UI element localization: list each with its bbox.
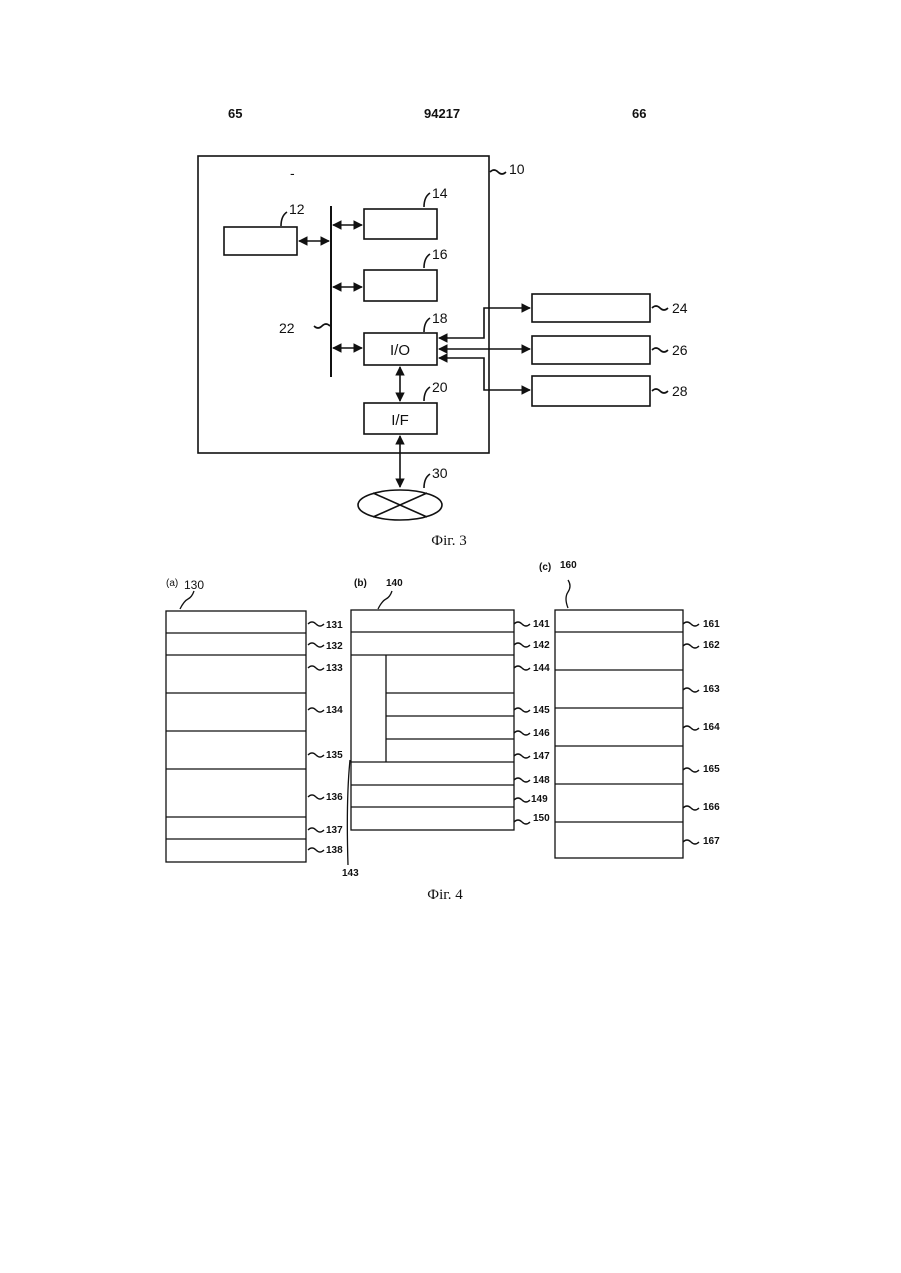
leader-12 bbox=[281, 212, 287, 226]
label-16: 16 bbox=[432, 246, 448, 262]
leader-14 bbox=[424, 193, 430, 207]
fig3-labels: - 10 12 14 16 18 20 22 24 26 28 30 I/O I… bbox=[279, 161, 688, 549]
label-149: 149 bbox=[531, 794, 548, 805]
label-22: 22 bbox=[279, 320, 295, 336]
ram-box bbox=[364, 270, 437, 301]
col-a-ref: 130 bbox=[184, 578, 204, 592]
label-146: 146 bbox=[533, 728, 550, 739]
fig3-dash: - bbox=[290, 165, 295, 181]
label-26: 26 bbox=[672, 342, 688, 358]
label-166: 166 bbox=[703, 802, 720, 813]
cpu-box bbox=[224, 227, 297, 255]
rom-box bbox=[364, 209, 437, 239]
io-device1-arrow bbox=[439, 308, 530, 338]
iface-box-text: I/F bbox=[391, 412, 409, 429]
label-164: 164 bbox=[703, 722, 720, 733]
label-10: 10 bbox=[509, 161, 525, 177]
label-137: 137 bbox=[326, 825, 343, 836]
label-14: 14 bbox=[432, 185, 448, 201]
label-163: 163 bbox=[703, 684, 720, 695]
col-b-box bbox=[351, 610, 514, 830]
label-133: 133 bbox=[326, 663, 343, 674]
label-144: 144 bbox=[533, 663, 550, 674]
leader-160 bbox=[566, 580, 570, 608]
label-142: 142 bbox=[533, 640, 550, 651]
leader-10 bbox=[490, 170, 506, 174]
col-a-tag: (a) bbox=[166, 578, 178, 589]
label-132: 132 bbox=[326, 641, 343, 652]
col-b-tag: (b) bbox=[354, 578, 367, 589]
leader-24 bbox=[652, 306, 668, 310]
label-24: 24 bbox=[672, 300, 688, 316]
leader-143 bbox=[347, 760, 350, 865]
label-136: 136 bbox=[326, 792, 343, 803]
label-134: 134 bbox=[326, 705, 343, 716]
io-box-text: I/O bbox=[390, 342, 410, 359]
col-c-box bbox=[555, 610, 683, 858]
device-3-box bbox=[532, 376, 650, 406]
label-141: 141 bbox=[533, 619, 550, 630]
leader-22 bbox=[314, 324, 330, 328]
label-135: 135 bbox=[326, 750, 343, 761]
device-1-box bbox=[532, 294, 650, 322]
leader-16 bbox=[424, 254, 430, 268]
label-138: 138 bbox=[326, 845, 343, 856]
label-30: 30 bbox=[432, 465, 448, 481]
label-18: 18 bbox=[432, 310, 448, 326]
leader-140 bbox=[378, 591, 392, 609]
io-device3-arrow bbox=[439, 358, 530, 390]
fig3-caption: Фіг. 3 bbox=[431, 533, 466, 549]
col-b-ref: 140 bbox=[386, 578, 403, 589]
leader-30 bbox=[424, 474, 430, 488]
leader-18 bbox=[424, 318, 430, 332]
label-167: 167 bbox=[703, 836, 720, 847]
fig4-caption: Фіг. 4 bbox=[427, 887, 463, 903]
label-162: 162 bbox=[703, 640, 720, 651]
label-143: 143 bbox=[342, 868, 359, 879]
leader-26 bbox=[652, 348, 668, 352]
label-20: 20 bbox=[432, 379, 448, 395]
leader-130 bbox=[180, 591, 194, 609]
col-c-ref: 160 bbox=[560, 560, 577, 571]
label-131: 131 bbox=[326, 620, 343, 631]
label-150: 150 bbox=[533, 813, 550, 824]
label-165: 165 bbox=[703, 764, 720, 775]
col-c-tag: (c) bbox=[539, 562, 551, 573]
label-161: 161 bbox=[703, 619, 720, 630]
label-28: 28 bbox=[672, 383, 688, 399]
leader-28 bbox=[652, 389, 668, 393]
label-12: 12 bbox=[289, 201, 305, 217]
col-a-box bbox=[166, 611, 306, 862]
label-145: 145 bbox=[533, 705, 550, 716]
device-2-box bbox=[532, 336, 650, 364]
fig4-structure bbox=[166, 580, 699, 865]
label-147: 147 bbox=[533, 751, 550, 762]
leader-20 bbox=[424, 387, 430, 401]
label-148: 148 bbox=[533, 775, 550, 786]
